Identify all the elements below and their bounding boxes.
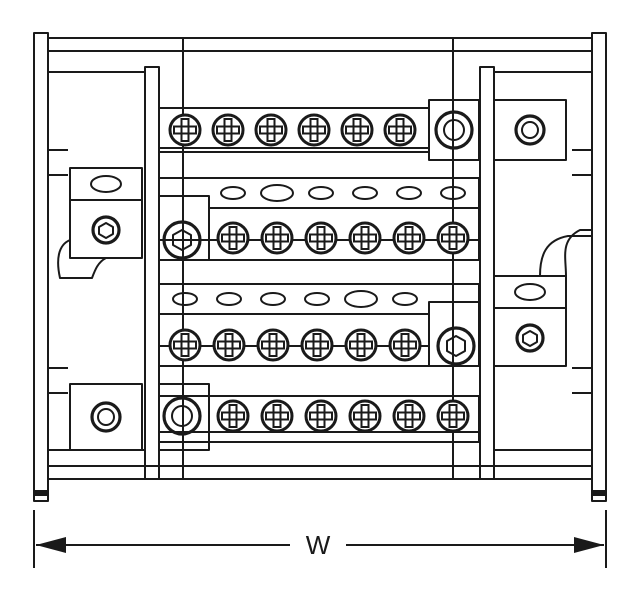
screw-icon	[297, 113, 331, 147]
screw-icon	[304, 399, 338, 433]
washer-icon	[308, 186, 334, 200]
main-lug-lower-right	[428, 229, 592, 367]
screw-icon	[300, 328, 334, 362]
screw-icon	[254, 113, 288, 147]
arrow-left-icon	[36, 537, 66, 553]
screw-icon	[216, 221, 250, 255]
washer-icon	[220, 186, 246, 200]
screw-icon	[348, 399, 382, 433]
washer-icon	[440, 186, 466, 200]
screw-icon	[348, 221, 382, 255]
washer-icon	[260, 292, 286, 306]
screw-icon	[304, 221, 338, 255]
width-dimension: W	[33, 510, 607, 568]
screw-icon	[212, 328, 246, 362]
screw-icon	[344, 328, 378, 362]
screw-icon	[436, 221, 470, 255]
housing	[33, 32, 607, 502]
washer-icon	[392, 292, 418, 306]
washer-icon	[352, 186, 378, 200]
washer-row-lower-middle	[172, 290, 418, 308]
screw-icon	[168, 328, 202, 362]
main-lug-upper-left	[57, 167, 210, 279]
screw-row-top	[168, 113, 417, 147]
screw-icon	[340, 113, 374, 147]
screw-row-bottom	[216, 399, 470, 433]
screw-icon	[168, 113, 202, 147]
washer-icon	[304, 292, 330, 306]
arrow-right-icon	[574, 537, 604, 553]
right-end-plate	[591, 32, 607, 502]
washer-icon	[344, 290, 378, 308]
right-post	[479, 66, 495, 480]
main-lug-bottom-left	[69, 383, 210, 451]
screw-icon	[260, 221, 294, 255]
screw-icon	[256, 328, 290, 362]
screw-icon	[388, 328, 422, 362]
washer-icon	[396, 186, 422, 200]
washer-row-upper-middle	[220, 184, 466, 202]
screw-row-lower-middle	[168, 328, 422, 362]
left-post	[144, 66, 160, 480]
dimension-label: W	[306, 530, 331, 560]
screw-icon	[260, 399, 294, 433]
screw-row-upper-middle	[216, 221, 470, 255]
washer-icon	[260, 184, 294, 202]
washer-icon	[172, 292, 198, 306]
left-end-plate	[33, 32, 49, 502]
main-lug-top-right	[428, 99, 567, 161]
washer-icon	[216, 292, 242, 306]
screw-icon	[211, 113, 245, 147]
screw-icon	[392, 399, 426, 433]
screw-icon	[392, 221, 426, 255]
screw-icon	[436, 399, 470, 433]
screw-icon	[216, 399, 250, 433]
screw-icon	[383, 113, 417, 147]
